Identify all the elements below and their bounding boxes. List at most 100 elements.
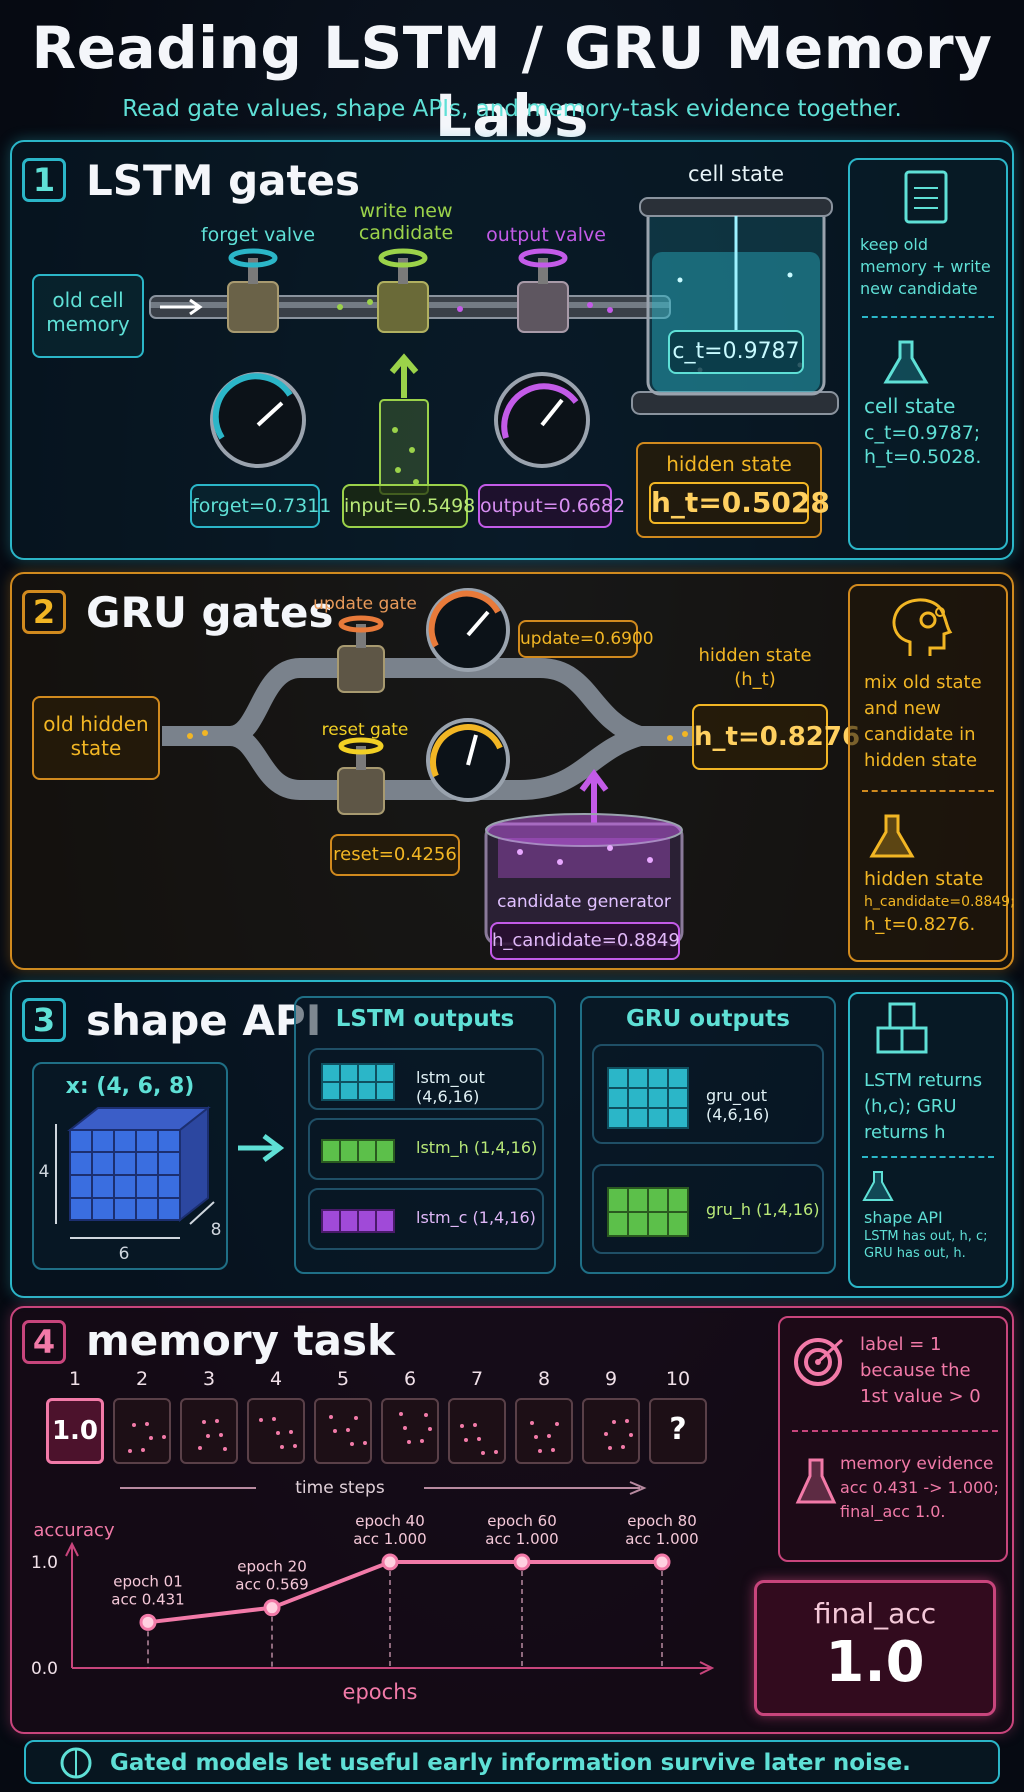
forget-valve-icon xyxy=(227,248,279,333)
time-step-noise xyxy=(180,1398,238,1464)
output-valve-icon xyxy=(517,248,569,333)
update-gauge-icon xyxy=(426,588,510,672)
gru-pipe-lower xyxy=(228,726,644,800)
candidate-generator-label: candidate generator xyxy=(497,892,671,912)
final-acc-box: final_acc 1.0 xyxy=(754,1580,996,1716)
accuracy-point xyxy=(513,1553,531,1571)
cubes-icon xyxy=(876,1002,928,1054)
acc-label: acc 1.000 xyxy=(353,1530,426,1548)
time-step-index: 8 xyxy=(537,1368,551,1390)
arrow-right-icon xyxy=(238,1134,285,1162)
flask-icon xyxy=(869,814,915,858)
flask-icon xyxy=(862,1171,894,1201)
gru-out-label: gru_out (4,6,16) xyxy=(706,1086,770,1124)
candidate-tube-icon xyxy=(379,353,429,495)
lstm-c-label: lstm_c (1,4,16) xyxy=(416,1208,536,1227)
lstm-side-line-1: c_t=0.9787; xyxy=(864,422,981,444)
flask-icon xyxy=(883,340,929,384)
time-step-index: 10 xyxy=(665,1368,691,1390)
lstm-h-label: lstm_h (1,4,16) xyxy=(416,1138,538,1157)
time-step-noise xyxy=(448,1398,506,1464)
time-step-index: 7 xyxy=(470,1368,484,1390)
purple-tensor-icon xyxy=(321,1209,395,1233)
time-step-index: 2 xyxy=(135,1368,149,1390)
time-step-noise xyxy=(314,1398,372,1464)
gru-side-title: hidden state xyxy=(864,868,984,890)
h-candidate-value: h_candidate=0.8849 xyxy=(490,922,680,960)
y-axis-label: accuracy xyxy=(33,1520,115,1541)
epoch-label: epoch 80 xyxy=(627,1512,697,1530)
lstm-out-label: lstm_out (4,6,16) xyxy=(416,1068,485,1106)
update-value: update=0.6900 xyxy=(518,620,654,658)
time-step-noise xyxy=(247,1398,305,1464)
write-candidate-label: write new candidate xyxy=(358,200,454,244)
cell-state-value: c_t=0.9787 xyxy=(668,330,804,374)
teal-tensor-icon xyxy=(321,1063,395,1101)
y-tick-label: 1.0 xyxy=(31,1553,58,1573)
acc-label: acc 1.000 xyxy=(625,1530,698,1548)
hidden-state-value: h_t=0.5028 xyxy=(649,482,830,524)
reset-value: reset=0.4256 xyxy=(330,834,460,876)
hidden-state-label: hidden state xyxy=(666,452,792,476)
reset-gauge-icon xyxy=(426,718,510,802)
gru-outputs-title: GRU outputs xyxy=(626,1006,790,1032)
gru-h-label: gru_h (1,4,16) xyxy=(706,1200,820,1219)
old-hidden-state-box: old hidden state xyxy=(32,696,160,780)
time-step-noise xyxy=(515,1398,573,1464)
page-subtitle: Read gate values, shape APIs, and memory… xyxy=(122,96,902,122)
head-gears-icon xyxy=(892,598,953,656)
lstm-h-row: lstm_h (1,4,16) xyxy=(308,1118,544,1180)
gru-side-line-2: h_t=0.8276. xyxy=(864,914,976,935)
dim-label-8: 8 xyxy=(210,1220,222,1240)
flask-icon xyxy=(795,1458,837,1504)
section-heading-gru: GRU gates xyxy=(86,588,334,637)
section-number-3: 3 xyxy=(22,998,66,1042)
hidden-state-box: hidden state h_t=0.5028 xyxy=(636,442,830,538)
brain-circuit-icon xyxy=(60,1747,92,1779)
dim-arrow-depth xyxy=(189,1201,215,1225)
output-valve-label: output valve xyxy=(486,224,606,246)
output-gauge-icon xyxy=(494,372,590,468)
lstm-side-text: keep old memory + write new candidate xyxy=(860,235,991,298)
y-axis-arrow xyxy=(65,1541,79,1557)
time-steps-label: time steps xyxy=(295,1478,385,1498)
time-step-noise xyxy=(582,1398,640,1464)
epoch-label: epoch 40 xyxy=(355,1512,425,1530)
time-step-query: ? xyxy=(649,1398,707,1464)
page-title: Reading LSTM / GRU Memory Labs xyxy=(31,14,993,150)
shape-side-line-2: GRU has out, h. xyxy=(864,1246,966,1261)
shape-side-text: LSTM returns (h,c); GRU returns h xyxy=(864,1070,983,1143)
lstm-side-panel: keep old memory + write new candidate ce… xyxy=(848,158,1008,550)
memory-side-title: memory evidence xyxy=(840,1454,994,1474)
section-number-4: 4 xyxy=(22,1320,66,1364)
reset-valve-icon xyxy=(337,737,385,815)
lstm-side-line-2: h_t=0.5028. xyxy=(864,446,982,468)
section-heading-memory: memory task xyxy=(86,1316,395,1365)
time-step-index: 9 xyxy=(604,1368,618,1390)
candidate-generator-icon xyxy=(484,769,684,946)
y-tick-label: 0.0 xyxy=(31,1659,58,1679)
memory-side-panel: label = 1 because the 1st value > 0 memo… xyxy=(778,1316,1008,1562)
memory-label-text: label = 1 because the 1st value > 0 xyxy=(860,1334,981,1407)
arrow-right-icon xyxy=(160,298,203,316)
accuracy-point xyxy=(653,1553,671,1571)
acc-label: acc 0.569 xyxy=(235,1576,308,1594)
forget-gauge-icon xyxy=(210,372,306,468)
lstm-side-title: cell state xyxy=(864,394,956,418)
dim-label-6: 6 xyxy=(118,1244,130,1264)
memory-side-line-1: acc 0.431 -> 1.000; xyxy=(840,1478,999,1497)
target-icon xyxy=(794,1338,844,1386)
accuracy-point xyxy=(263,1599,281,1617)
gru-side-panel: mix old state and new candidate in hidde… xyxy=(848,584,1015,962)
accuracy-point xyxy=(381,1553,399,1571)
gru-hidden-state-label: hidden state (h_t) xyxy=(698,645,812,690)
x-axis-label: epochs xyxy=(342,1680,418,1704)
epoch-label: epoch 60 xyxy=(487,1512,557,1530)
footer-bar: Gated models let useful early informatio… xyxy=(24,1740,1000,1784)
shape-side-panel: LSTM returns (h,c); GRU returns h shape … xyxy=(848,992,1008,1288)
final-acc-label: final_acc xyxy=(813,1597,937,1630)
gru-side-text: mix old state and new candidate in hidde… xyxy=(864,672,982,771)
x-axis-arrow xyxy=(699,1661,715,1675)
